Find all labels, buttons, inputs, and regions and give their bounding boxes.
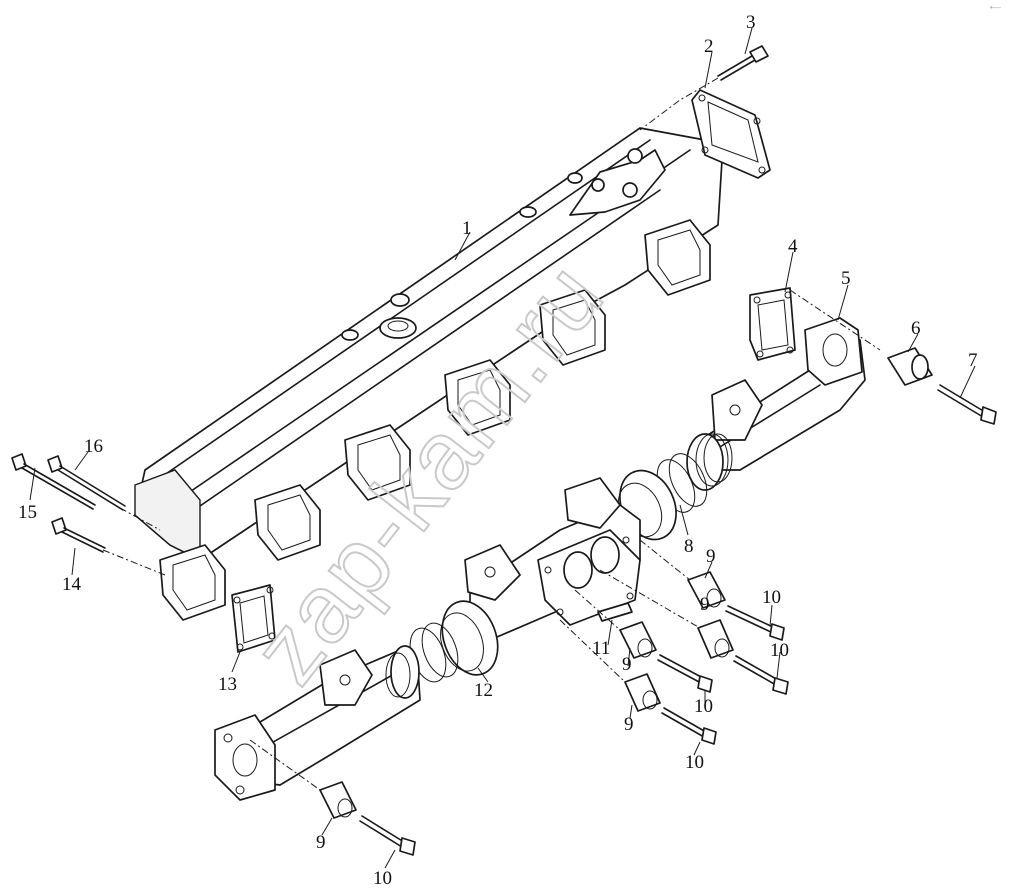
part-gasket-exhaust — [749, 287, 796, 361]
callout-6: 6 — [911, 318, 921, 339]
part-intake-manifold — [134, 127, 723, 621]
corner-mark: •— — [990, 3, 1001, 12]
part-bolt-rear-exhaust — [937, 384, 997, 425]
callout-9a: 9 — [706, 546, 716, 567]
part-bolt-10c — [657, 654, 713, 693]
callout-4: 4 — [788, 236, 798, 257]
callout-13: 13 — [218, 674, 237, 695]
part-bolt-10e — [359, 815, 416, 856]
callout-10a: 10 — [762, 587, 781, 608]
part-sealing-rings-front — [409, 600, 499, 683]
part-dowel-pin — [597, 602, 633, 622]
part-gasket-front — [231, 584, 276, 653]
part-bolt-16 — [47, 455, 126, 511]
part-exhaust-front-section — [214, 645, 421, 801]
part-gasket-rear — [691, 89, 771, 179]
part-bolt-14 — [51, 517, 106, 553]
part-bolt-15 — [11, 453, 96, 510]
callout-10d: 10 — [685, 752, 704, 773]
part-spacer-9d — [624, 673, 661, 712]
callout-10c: 10 — [694, 696, 713, 717]
assembly-axis-lines — [102, 77, 881, 791]
part-bolt-10b — [733, 655, 789, 695]
callout-leaders — [29, 27, 976, 869]
callout-10e: 10 — [373, 868, 392, 889]
part-bolt-10a — [725, 605, 785, 641]
callout-15: 15 — [18, 502, 37, 523]
callout-9c: 9 — [624, 714, 634, 735]
callout-11: 11 — [592, 638, 610, 659]
callout-9b: 9 — [622, 654, 632, 675]
callout-16: 16 — [84, 436, 103, 457]
callout-10b: 10 — [770, 640, 789, 661]
callout-7: 7 — [968, 350, 978, 371]
part-bolt-rear — [717, 45, 769, 81]
manifold-ports — [159, 219, 711, 621]
callout-14: 14 — [62, 574, 82, 595]
part-spacer-9b — [697, 619, 734, 659]
part-spacer-9a — [687, 571, 726, 609]
callout-9e: 9 — [700, 594, 710, 615]
callout-5: 5 — [841, 268, 851, 289]
callout-2: 2 — [704, 36, 714, 57]
callout-9d: 9 — [316, 832, 326, 853]
callout-labels: 1 2 3 4 5 6 7 8 9 9 9 9 9 10 10 10 10 10… — [18, 12, 978, 889]
part-spacer-9c — [619, 621, 657, 659]
part-exhaust-middle-section — [464, 477, 641, 641]
callout-1: 1 — [462, 218, 472, 239]
part-exhaust-rear-section — [686, 317, 866, 491]
callout-12: 12 — [474, 680, 493, 701]
part-spacer-rear — [887, 347, 933, 386]
callout-3: 3 — [746, 12, 756, 33]
callout-8: 8 — [684, 536, 694, 557]
part-bolt-10d — [661, 707, 717, 745]
part-spacer-9e — [319, 781, 357, 819]
